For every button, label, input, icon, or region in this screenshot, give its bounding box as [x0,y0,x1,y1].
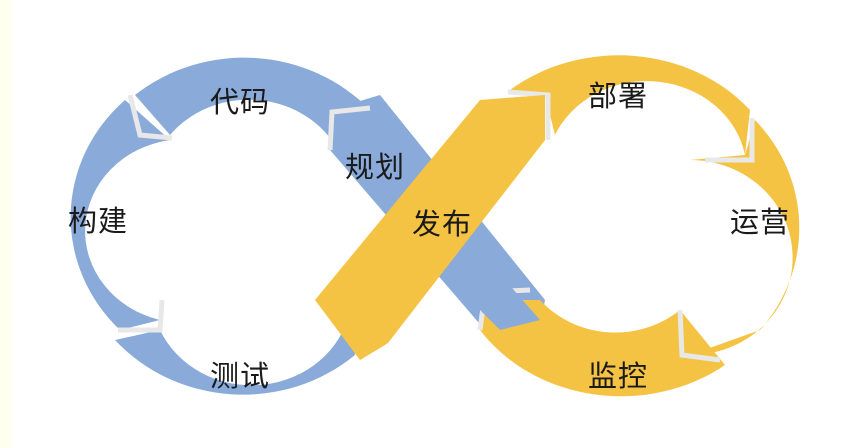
left-margin-strip [0,0,12,448]
stage-label-release: 发布 [412,207,473,241]
dev-segment-plan-lower [440,240,540,330]
ops-segment-operate [690,120,800,355]
ops-segment-deploy [510,55,750,155]
stage-label-plan: 规划 [345,150,406,184]
stage-label-monitor: 监控 [588,359,649,393]
dev-segment-code [135,57,370,146]
stage-label-deploy: 部署 [588,79,649,113]
dev-segment-build [70,100,170,330]
dev-segment-test [115,310,355,395]
stage-label-test: 测试 [210,359,271,393]
stage-label-operate: 运营 [730,205,791,239]
stage-label-build: 构建 [68,204,129,238]
stage-label-code: 代码 [210,85,271,119]
ops-segment-monitor [480,300,725,397]
